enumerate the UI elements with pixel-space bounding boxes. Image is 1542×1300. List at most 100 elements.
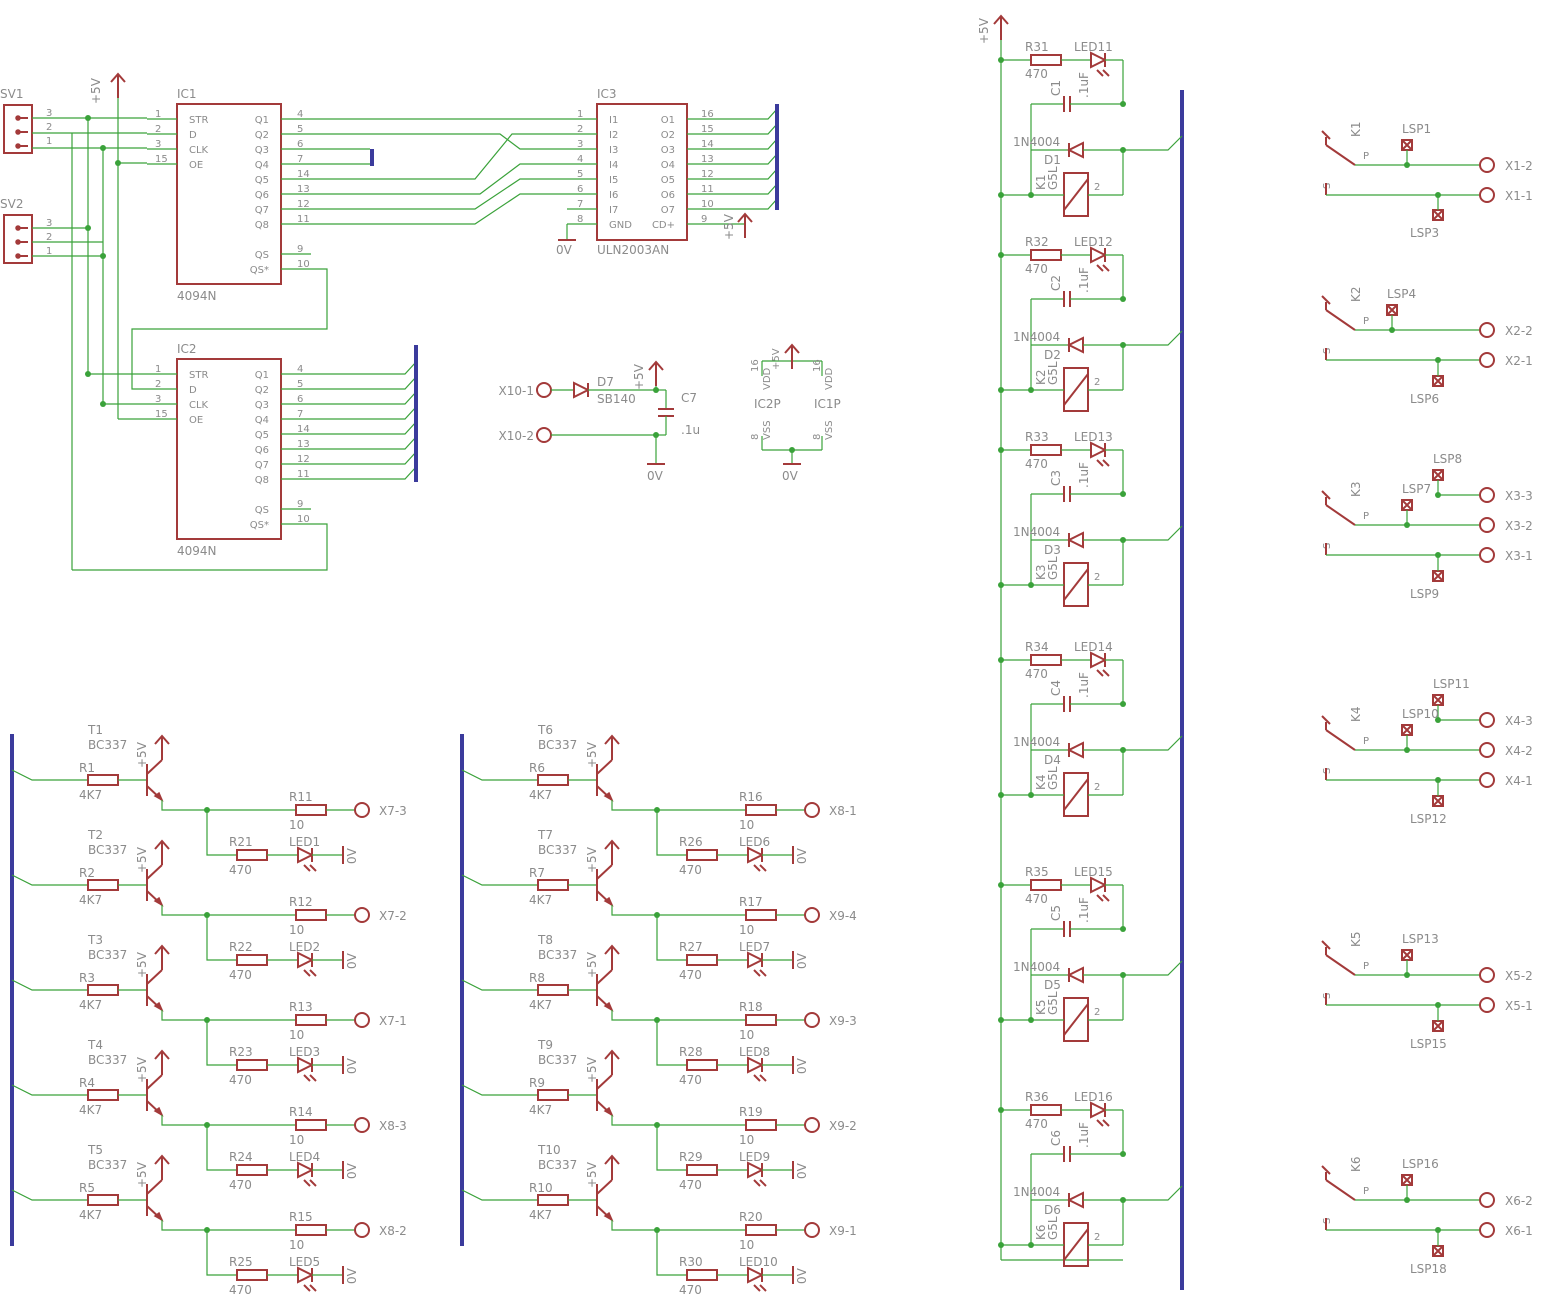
wire — [311, 133, 567, 150]
solder-pad — [1432, 694, 1444, 706]
output-terminal[interactable] — [804, 1222, 820, 1238]
transistor-vcc-label: +5V — [135, 741, 149, 768]
output-terminal[interactable] — [804, 802, 820, 818]
wire — [717, 198, 778, 210]
base-wire — [461, 1189, 538, 1201]
contact-terminal[interactable] — [1479, 1222, 1495, 1238]
pin-label: CLK — [189, 145, 209, 156]
output-terminal[interactable] — [354, 802, 370, 818]
power-gnd-label: 0V — [647, 469, 664, 483]
contact-terminal[interactable] — [1479, 322, 1495, 338]
contact-terminal[interactable] — [1479, 517, 1495, 533]
contact-terminal-label: X5-1 — [1505, 999, 1533, 1013]
relay-capacitor-name: C1 — [1049, 80, 1063, 96]
pin-label: CLK — [189, 400, 209, 411]
pin-label: D — [189, 385, 197, 396]
output-terminal[interactable] — [804, 1117, 820, 1133]
led-rays — [303, 864, 317, 872]
output-terminal[interactable] — [354, 1222, 370, 1238]
pin-label: OE — [189, 415, 203, 426]
led-resistor — [236, 954, 268, 966]
contact-terminal[interactable] — [1479, 997, 1495, 1013]
led-resistor-value: 470 — [679, 1283, 702, 1297]
contact-terminal-label: X4-3 — [1505, 714, 1533, 728]
contact-name: K3 — [1349, 481, 1363, 497]
contact-terminal[interactable] — [1479, 712, 1495, 728]
diode-triangle — [1066, 141, 1084, 159]
base-resistor-name: R6 — [529, 761, 545, 775]
contact-terminal-label: X4-2 — [1505, 744, 1533, 758]
solder-pad-label: LSP18 — [1410, 1262, 1447, 1276]
output-terminal[interactable] — [354, 1117, 370, 1133]
pin-label: Q8 — [255, 220, 269, 231]
led-branch-wire — [206, 915, 237, 961]
relay-resistor-name: R35 — [1025, 865, 1049, 879]
output-terminal[interactable] — [804, 1012, 820, 1028]
contact-terminal[interactable] — [1479, 967, 1495, 983]
solder-pad-label: LSP11 — [1433, 677, 1470, 691]
junction-dot — [100, 253, 106, 259]
relay-capacitor — [1063, 486, 1071, 502]
transistor-value: BC337 — [538, 1158, 577, 1172]
transistor-name: T7 — [537, 828, 553, 842]
cascade-wire — [131, 268, 328, 390]
contact-terminal[interactable] — [1479, 547, 1495, 563]
output-terminal[interactable] — [804, 907, 820, 923]
icp-vss-b: VSS — [824, 420, 835, 440]
contact-terminal[interactable] — [1479, 487, 1495, 503]
base-wire — [11, 1189, 88, 1201]
sv2-body — [3, 214, 33, 264]
junction-dot — [653, 432, 659, 438]
base-resistor — [537, 879, 569, 891]
x10-2-label: X10-2 — [499, 429, 534, 443]
flyback-diode-value: 1N4004 — [1013, 735, 1060, 749]
relay-led — [1090, 51, 1110, 77]
output-terminal[interactable] — [354, 907, 370, 923]
junction-dot — [85, 371, 91, 377]
output-terminal[interactable] — [354, 1012, 370, 1028]
x10-2-terminal[interactable] — [536, 427, 552, 443]
contact-terminal[interactable] — [1479, 352, 1495, 368]
solder-pad — [1432, 209, 1444, 221]
output-resistor-name: R14 — [289, 1105, 313, 1119]
pad-cross — [1432, 1245, 1444, 1257]
transistor-value: BC337 — [538, 843, 577, 857]
led-resistor-value: 470 — [229, 968, 252, 982]
icp-gnd-label: 0V — [782, 469, 799, 483]
contact-terminal[interactable] — [1479, 187, 1495, 203]
relay-led — [1090, 246, 1110, 272]
led-branch-wire — [656, 915, 687, 961]
pin-label: QS — [255, 505, 269, 516]
pin-label: Q5 — [255, 175, 269, 186]
contact-terminal[interactable] — [1479, 742, 1495, 758]
relay-resistor — [1030, 249, 1062, 261]
led-branch-wire — [206, 1230, 237, 1276]
junction-dot — [85, 225, 91, 231]
contact-terminal-label: X3-1 — [1505, 549, 1533, 563]
contact-terminal[interactable] — [1479, 157, 1495, 173]
junction-dot — [998, 882, 1004, 888]
junction-dot — [1028, 1017, 1034, 1023]
x10-1-terminal[interactable] — [536, 382, 552, 398]
pin-number: 13 — [701, 154, 714, 165]
output-resistor-name: R15 — [289, 1210, 313, 1224]
pin-label: O4 — [661, 160, 675, 171]
flyback-diode — [1066, 141, 1084, 159]
pin-dot — [15, 239, 21, 245]
pin-label: O1 — [661, 115, 675, 126]
pad-cross — [1432, 795, 1444, 807]
contact-terminal[interactable] — [1479, 772, 1495, 788]
pin-number: 5 — [577, 169, 583, 180]
contact-terminal[interactable] — [1479, 1192, 1495, 1208]
pad-cross — [1432, 570, 1444, 582]
contact-s-label: S — [1322, 768, 1333, 774]
transistor-value: BC337 — [538, 738, 577, 752]
pin-label: Q2 — [255, 130, 269, 141]
power-vcc-label: +5V — [632, 363, 646, 390]
relay-resistor-name: R32 — [1025, 235, 1049, 249]
led-resistor-name: R26 — [679, 835, 703, 849]
pin-label: STR — [189, 370, 208, 381]
junction-dot — [85, 115, 91, 121]
